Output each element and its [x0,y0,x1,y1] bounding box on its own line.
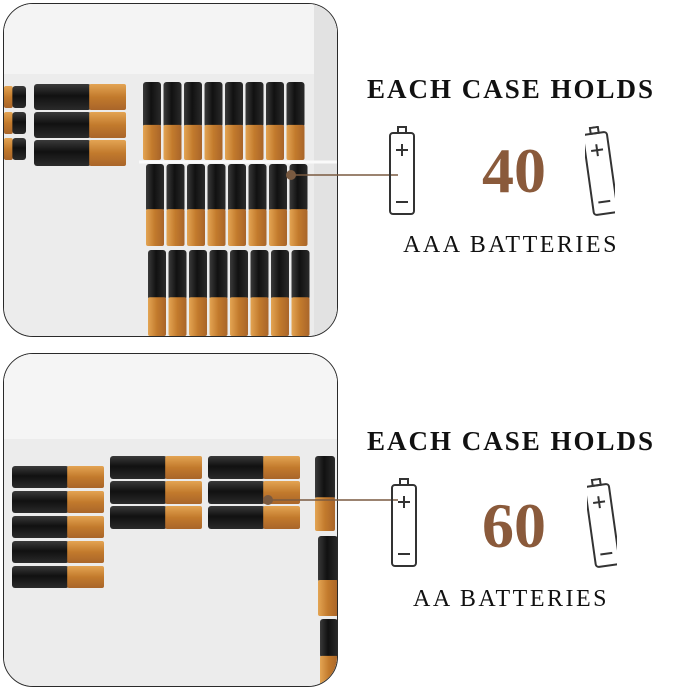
battery-illustration [163,82,182,160]
battery-illustration [248,164,267,246]
battery-illustration [110,456,202,479]
battery-icon [585,126,615,216]
pointer-line [286,170,398,180]
battery-illustration [12,491,104,513]
battery-illustration [291,250,310,336]
battery-illustration [184,82,202,160]
battery-illustration [266,82,284,160]
battery-illustration [34,84,126,110]
battery-icon [587,478,617,568]
battery-illustration [34,112,126,138]
battery-illustration [204,82,223,160]
battery-illustration [208,456,300,479]
capacity-number: 60 [482,490,546,561]
capacity-number: 40 [482,135,546,206]
battery-illustration [269,164,287,246]
battery-illustration [4,138,26,160]
battery-illustration [12,566,104,588]
headline: EACH CASE HOLDS [366,426,656,456]
pointer-line [263,495,398,505]
battery-illustration [189,250,207,336]
battery-illustration [271,250,289,336]
battery-illustration [315,456,335,531]
battery-illustration [168,250,187,336]
battery-illustration [110,506,202,529]
battery-illustration [12,466,104,488]
aa-case-panel: EACH CASE HOLDS 60 AA BATTERIES [0,350,679,690]
battery-icon [389,478,419,568]
battery-type-label: AA BATTERIES [412,586,609,612]
battery-illustration [12,516,104,538]
battery-illustration [318,536,337,616]
battery-illustration [4,112,26,134]
battery-illustration [250,250,269,336]
battery-illustration [286,82,305,160]
battery-illustration [207,164,226,246]
battery-illustration [146,164,164,246]
aa-case-photo [3,353,338,687]
battery-illustration [228,164,246,246]
battery-illustration [12,541,104,563]
battery-type-label: AAA BATTERIES [403,232,619,258]
battery-illustration [148,250,166,336]
battery-illustration [187,164,205,246]
battery-icon [387,126,417,216]
battery-illustration [208,506,300,529]
aaa-case-panel: EACH CASE HOLDS 40 AAA BATTERIES [0,0,679,340]
battery-illustration [245,82,264,160]
battery-illustration [110,481,202,504]
aaa-case-photo [3,3,338,337]
headline: EACH CASE HOLDS [366,74,656,104]
battery-illustration [34,140,126,166]
battery-illustration [225,82,243,160]
battery-illustration [230,250,248,336]
battery-illustration [166,164,185,246]
battery-illustration [143,82,161,160]
battery-illustration [209,250,228,336]
battery-illustration [4,86,26,108]
